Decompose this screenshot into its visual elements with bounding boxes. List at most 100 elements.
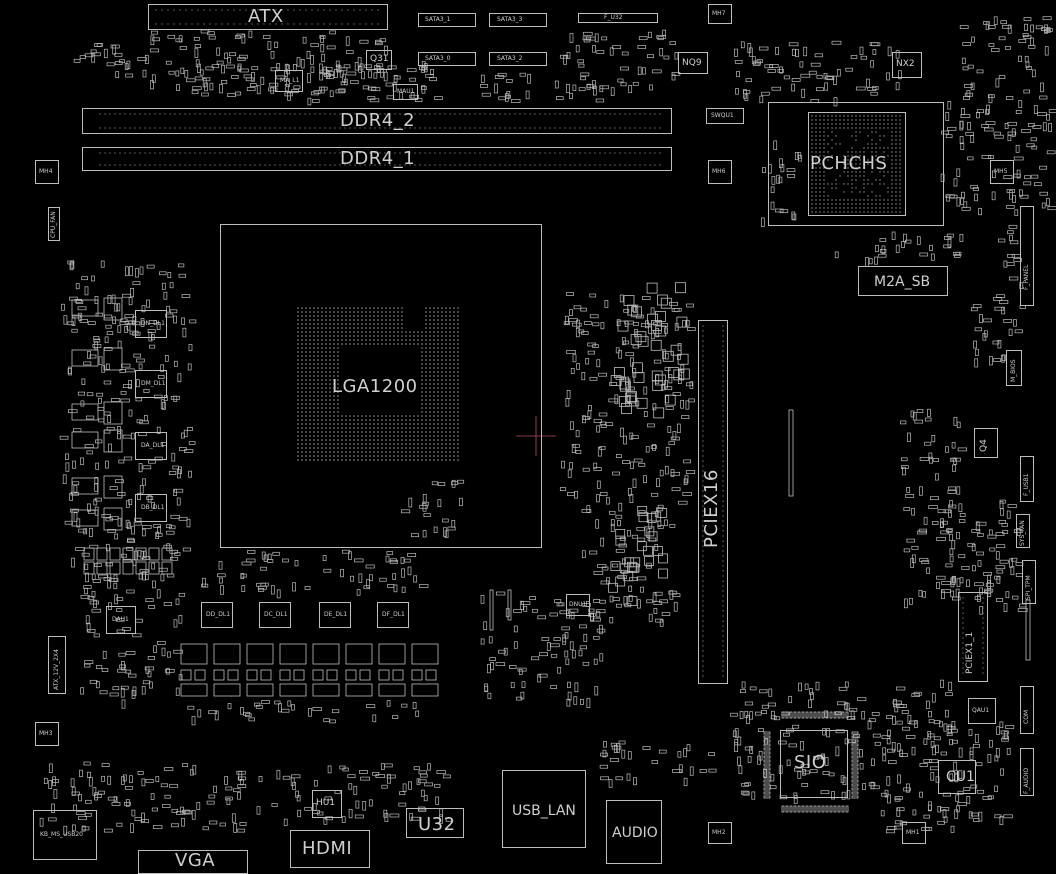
ball-pad	[429, 451, 431, 453]
footprint-pad	[167, 272, 172, 278]
ball-pad	[284, 113, 286, 115]
ball-pad	[401, 459, 403, 461]
ball-pad	[823, 151, 825, 153]
ball-pad	[305, 351, 307, 353]
ball-pad	[305, 339, 307, 341]
ball-pad	[441, 451, 443, 453]
ball-pad	[309, 113, 311, 115]
ball-pad	[445, 395, 447, 397]
ball-pad	[421, 363, 423, 365]
ball-pad	[895, 211, 897, 213]
ball-pad	[409, 439, 411, 441]
ball-pad	[437, 375, 439, 377]
footprint-pad	[61, 303, 65, 311]
ball-pad	[405, 447, 407, 449]
ball-pad	[305, 407, 307, 409]
ball-pad	[341, 427, 343, 429]
footprint-pad	[573, 696, 578, 705]
ball-pad	[337, 403, 339, 405]
ball-pad	[815, 163, 817, 165]
ball-pad	[321, 423, 323, 425]
ball-pad	[174, 113, 176, 115]
ball-pad	[289, 164, 291, 166]
ball-pad	[337, 371, 339, 373]
ball-pad	[453, 459, 455, 461]
ball-pad	[433, 327, 435, 329]
footprint-pad	[795, 49, 799, 58]
ball-pad	[453, 319, 455, 321]
footprint-pad	[809, 688, 813, 695]
ball-pad	[321, 451, 323, 453]
ball-pad	[409, 152, 411, 154]
ball-pad	[441, 419, 443, 421]
ball-pad	[361, 451, 363, 453]
footprint-pad	[194, 76, 204, 81]
footprint-pad	[182, 763, 189, 767]
footprint-pad	[139, 266, 144, 275]
ball-pad	[863, 155, 865, 157]
ball-pad	[377, 339, 379, 341]
ball-pad	[369, 343, 371, 345]
ball-pad	[819, 191, 821, 193]
footprint-pad	[434, 783, 441, 788]
ball-pad	[469, 152, 471, 154]
footprint-pad	[225, 786, 233, 791]
ball-pad	[449, 347, 451, 349]
ball-pad	[433, 351, 435, 353]
ball-pad	[333, 447, 335, 449]
ball-pad	[329, 391, 331, 393]
ball-pad	[393, 307, 395, 309]
ball-pad	[379, 127, 381, 129]
ball-pad	[811, 179, 813, 181]
ball-pad	[329, 315, 331, 317]
ball-pad	[301, 355, 303, 357]
ball-pad	[441, 403, 443, 405]
ball-pad	[811, 207, 813, 209]
ball-pad	[827, 195, 829, 197]
ball-pad	[333, 331, 335, 333]
footprint-pad	[600, 537, 605, 547]
ball-pad	[859, 151, 861, 153]
footprint-pad	[151, 30, 158, 35]
ball-pad	[353, 419, 355, 421]
ball-pad	[341, 443, 343, 445]
ball-pad	[421, 419, 423, 421]
ball-pad	[337, 387, 339, 389]
footprint-pad	[389, 813, 400, 818]
footprint-pad	[308, 707, 312, 717]
ball-pad	[309, 164, 311, 166]
footprint-pad	[322, 555, 327, 561]
ball-pad	[357, 431, 359, 433]
ball-pad	[823, 135, 825, 137]
ball-pad	[325, 319, 327, 321]
footprint-pad	[829, 711, 833, 719]
ball-pad	[345, 311, 347, 313]
ball-pad	[134, 152, 136, 154]
footprint-pad	[585, 358, 590, 365]
atx12v-label: ATX_12V_2X4	[53, 649, 60, 690]
ball-pad	[439, 152, 441, 154]
ball-pad	[855, 123, 857, 125]
ball-pad	[299, 127, 301, 129]
ball-pad	[413, 451, 415, 453]
ball-pad	[373, 423, 375, 425]
footprint-pad	[279, 683, 307, 697]
ball-pad	[389, 311, 391, 313]
footprint-pad	[164, 767, 174, 771]
footprint-pad	[72, 460, 76, 469]
ball-pad	[119, 152, 121, 154]
ball-pad	[437, 391, 439, 393]
footprint-pad	[798, 682, 802, 692]
footprint-pad	[987, 534, 997, 539]
footprint-pad	[392, 715, 399, 719]
footprint-pad	[94, 43, 102, 47]
footprint-pad	[1007, 135, 1012, 142]
footprint-pad	[664, 519, 668, 526]
ball-pad	[899, 207, 901, 209]
ball-pad	[369, 164, 371, 166]
footprint-pad	[763, 771, 771, 775]
ball-pad	[301, 363, 303, 365]
footprint-pad	[412, 702, 417, 709]
ball-pad	[305, 311, 307, 313]
ball-pad	[823, 183, 825, 185]
